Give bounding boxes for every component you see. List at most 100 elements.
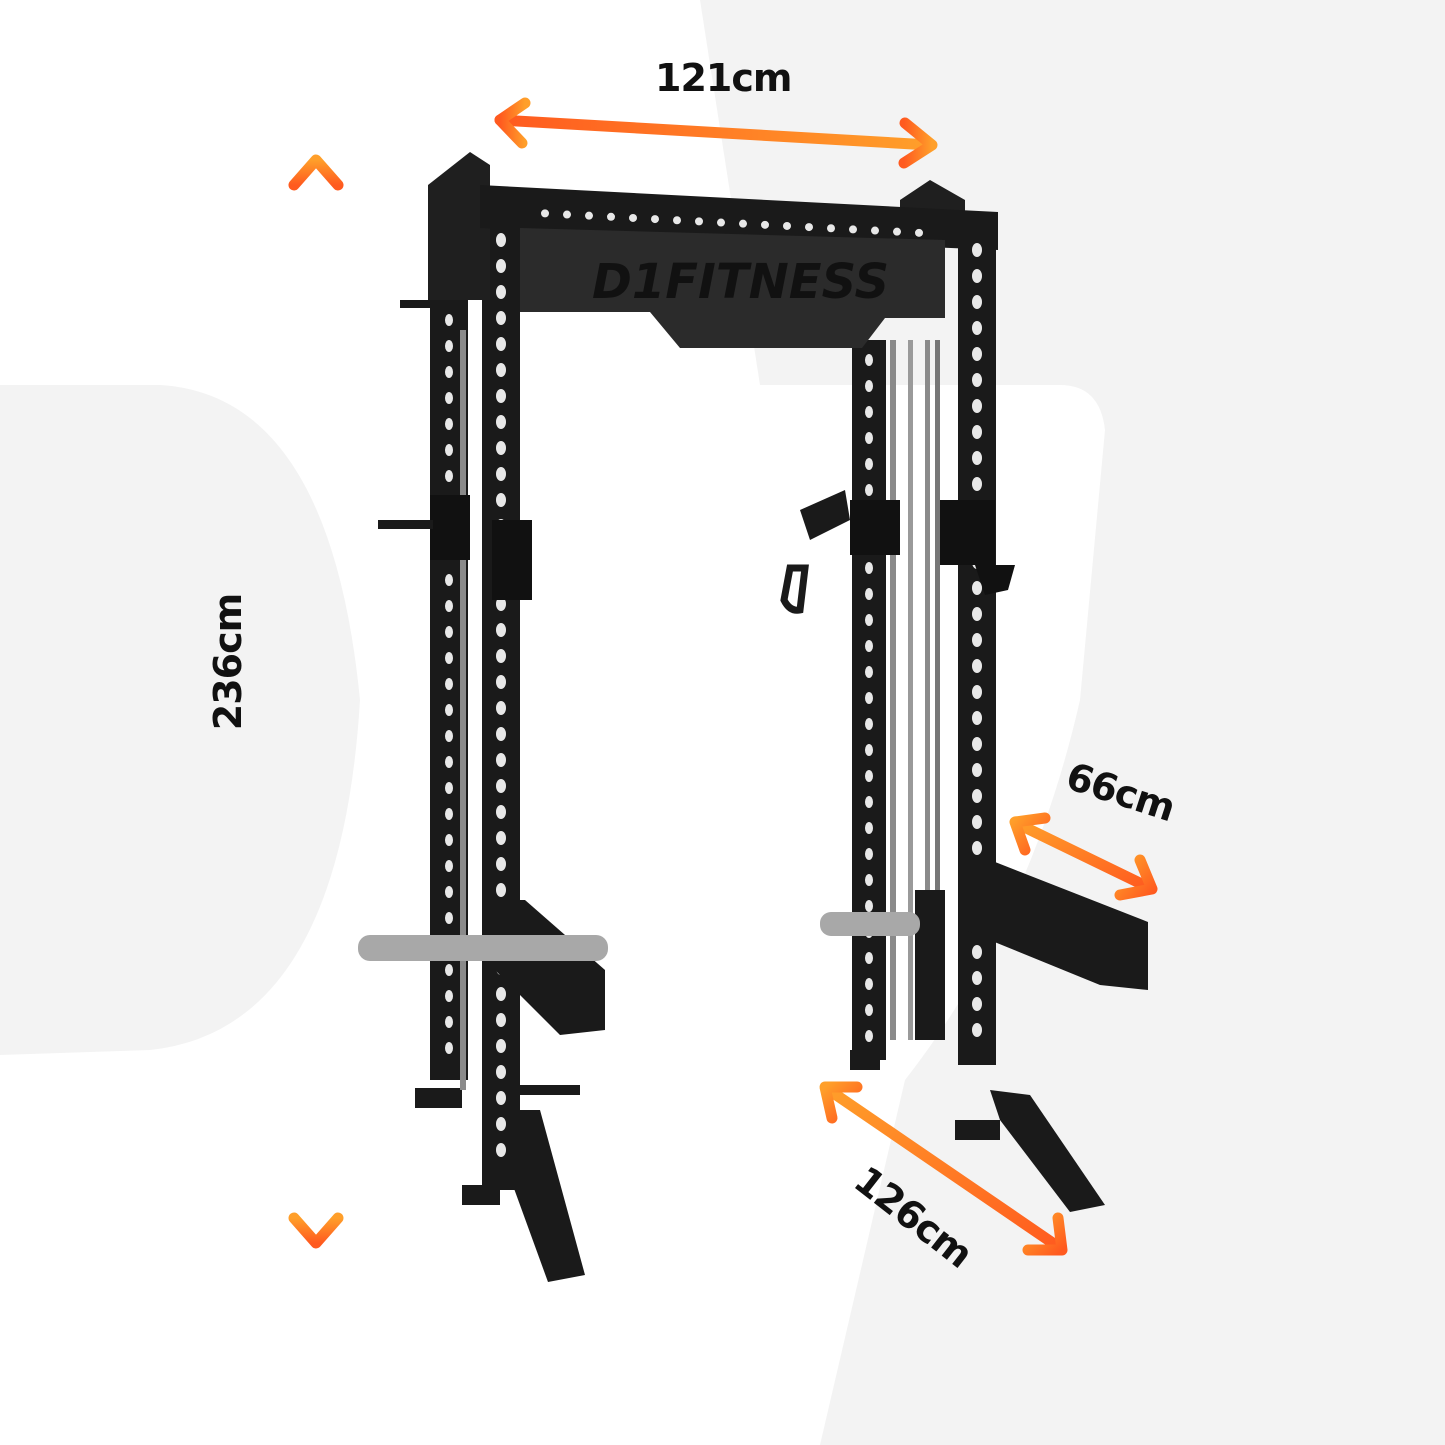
upright-hole	[496, 493, 506, 507]
upright-hole	[865, 822, 873, 834]
dimension-label-width: 121cm	[655, 56, 792, 100]
upright-hole	[972, 347, 982, 361]
upright-hole	[496, 337, 506, 351]
upright-hole	[972, 841, 982, 855]
upright-hole	[972, 633, 982, 647]
upright-hole	[972, 607, 982, 621]
brand-logo: D1FITNESS	[592, 254, 889, 310]
upright-hole	[496, 285, 506, 299]
upright-hole	[496, 649, 506, 663]
upright-hole	[445, 366, 453, 378]
upright-hole	[496, 987, 506, 1001]
upright-hole	[445, 626, 453, 638]
upright-hole	[972, 659, 982, 673]
top-crossbeam	[480, 185, 998, 250]
upright-hole	[972, 763, 982, 777]
upright-hole	[972, 685, 982, 699]
upright-hole	[972, 1023, 982, 1037]
upright-hole	[865, 848, 873, 860]
upright-hole	[445, 1042, 453, 1054]
upright-hole	[865, 640, 873, 652]
upright-hole	[865, 588, 873, 600]
upright-hole	[496, 311, 506, 325]
upright-hole	[972, 321, 982, 335]
upright-hole	[865, 380, 873, 392]
upright-hole	[496, 1065, 506, 1079]
upright-hole	[972, 477, 982, 491]
upright-hole	[865, 458, 873, 470]
upright-hole	[972, 711, 982, 725]
upright-hole	[445, 834, 453, 846]
upright-hole	[972, 945, 982, 959]
upright-hole	[496, 467, 506, 481]
upright-hole	[865, 432, 873, 444]
upright-hole	[445, 600, 453, 612]
j-hooks	[430, 495, 1015, 600]
arrow-depth	[1009, 812, 1158, 901]
arrow-height	[288, 154, 344, 1249]
upright-hole	[445, 392, 453, 404]
beam-hole	[871, 226, 879, 235]
upright-hole	[496, 857, 506, 871]
upright-hole	[496, 363, 506, 377]
upright-hole	[496, 1039, 506, 1053]
upright-hole	[445, 574, 453, 586]
upright-hole	[865, 484, 873, 496]
beam-hole	[629, 213, 637, 222]
upright-hole	[972, 295, 982, 309]
beam-hole	[563, 210, 571, 219]
beam-hole	[739, 219, 747, 228]
upright-hole	[445, 990, 453, 1002]
upright-hole	[972, 815, 982, 829]
upright-hole	[972, 581, 982, 595]
upright-hole	[496, 1013, 506, 1027]
upright-hole	[445, 418, 453, 430]
spotter-arm-left	[495, 900, 605, 1035]
upright-hole	[865, 614, 873, 626]
upright-hole	[445, 912, 453, 924]
beam-hole	[673, 216, 681, 225]
power-rack-image: D1FITNESS	[358, 152, 1148, 1282]
upright-hole	[972, 997, 982, 1011]
upright-hole	[972, 399, 982, 413]
upright-hole	[496, 415, 506, 429]
upright-hole	[445, 314, 453, 326]
upright-hole	[496, 805, 506, 819]
beam-hole	[915, 228, 923, 237]
beam-hole	[717, 218, 725, 227]
spotter-arm-right	[965, 860, 1148, 990]
upright-hole	[865, 1030, 873, 1042]
upright-hole	[445, 886, 453, 898]
upright-hole	[496, 597, 506, 611]
upright-hole	[496, 727, 506, 741]
upright-hole	[445, 1016, 453, 1028]
upright-hole	[445, 808, 453, 820]
cable-handle	[780, 564, 809, 614]
upright-hole	[865, 744, 873, 756]
beam-hole	[541, 209, 549, 218]
logo-plate	[520, 228, 945, 348]
upright-hole	[972, 269, 982, 283]
upright-hole	[445, 470, 453, 482]
upright-hole	[972, 373, 982, 387]
upright-hole	[445, 704, 453, 716]
upright-hole	[865, 796, 873, 808]
upright-hole	[972, 971, 982, 985]
upright-hole	[865, 692, 873, 704]
storage-horn-right	[820, 912, 920, 936]
upright-hole	[865, 952, 873, 964]
upright-hole	[496, 1117, 506, 1131]
upright-hole	[496, 753, 506, 767]
upright-hole	[865, 1004, 873, 1016]
upright-hole	[445, 652, 453, 664]
upright-hole	[496, 259, 506, 273]
upright-hole	[865, 770, 873, 782]
beam-hole	[607, 212, 615, 221]
upright-hole	[972, 425, 982, 439]
upright-hole	[445, 964, 453, 976]
upright-hole	[496, 441, 506, 455]
beam-hole	[585, 211, 593, 220]
upright-hole	[445, 782, 453, 794]
upright-hole	[496, 389, 506, 403]
